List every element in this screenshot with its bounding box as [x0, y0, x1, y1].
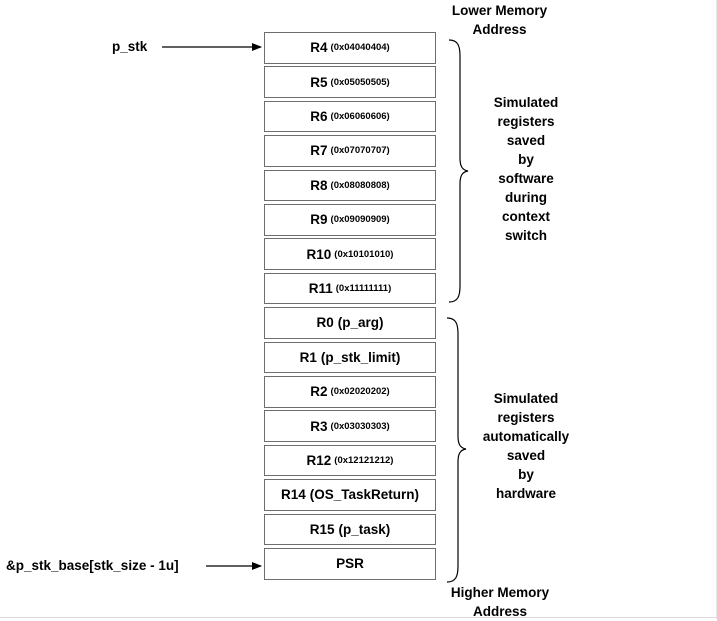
register-name: R2: [310, 384, 328, 400]
software-group-line: registers: [497, 114, 555, 129]
register-initial-value: (0x07070707): [330, 145, 390, 157]
lower-memory-line1: Lower Memory: [451, 3, 548, 18]
software-group-label: Simulated registers saved by software during c…: [470, 93, 582, 245]
stack-cell-r11: R11(0x11111111): [264, 272, 436, 305]
software-group-line: during: [505, 190, 547, 205]
stack-cell-r8: R8(0x08080808): [264, 169, 436, 202]
register-initial-value: (0x09090909): [330, 214, 390, 226]
register-initial-value: (0x03030303): [330, 420, 390, 432]
register-name: R15: [309, 521, 335, 537]
hardware-group-line: by: [518, 467, 534, 482]
stack-cell-r2: R2(0x02020202): [264, 376, 436, 408]
register-name: R14: [280, 487, 306, 503]
software-group-line: by: [518, 152, 534, 167]
register-initial-value: (0x02020202): [330, 386, 390, 398]
register-name: PSR: [336, 556, 364, 572]
stack-cell-r0: R0(p_arg): [264, 307, 436, 339]
bottom-pointer-label: &p_stk_base[stk_size - 1u]: [6, 558, 179, 573]
software-group-line: saved: [506, 133, 546, 148]
hardware-group-line: saved: [506, 448, 546, 463]
register-name: R8: [310, 177, 328, 193]
register-name: R7: [310, 143, 328, 159]
register-name: R1: [299, 349, 317, 365]
register-initial-value: (0x05050505): [330, 76, 390, 88]
bottom-border: [0, 617, 717, 618]
stack-cell-r15: R15(p_task): [264, 513, 436, 546]
software-group-line: context: [501, 209, 550, 224]
software-group-line: software: [498, 171, 554, 186]
register-name: R12: [306, 453, 332, 469]
register-initial-value: (0x11111111): [335, 283, 392, 295]
hardware-brace: [446, 317, 467, 583]
register-initial-value: (0x04040404): [330, 42, 390, 54]
hardware-group-line: hardware: [495, 486, 557, 501]
stack-cell-r1: R1(p_stk_limit): [264, 341, 436, 374]
stack-cell-psr: PSR: [264, 548, 436, 580]
stack-cell-r7: R7(0x07070707): [264, 135, 436, 167]
register-name: R10: [306, 246, 332, 262]
register-name: R5: [310, 74, 328, 90]
hardware-group-line: automatically: [482, 429, 570, 444]
register-initial-value: (p_arg): [337, 315, 384, 331]
hardware-group-line: Simulated: [493, 391, 559, 406]
hardware-group-line: registers: [497, 410, 555, 425]
register-name: R9: [310, 212, 328, 228]
stack-cell-r4: R4(0x04040404): [264, 32, 436, 64]
register-initial-value: (0x12121212): [334, 455, 394, 467]
stack-cell-r10: R10(0x10101010): [264, 238, 436, 270]
stack-cell-r9: R9(0x09090909): [264, 204, 436, 236]
stack-cell-r14: R14(OS_TaskReturn): [264, 479, 436, 511]
register-initial-value: (OS_TaskReturn): [309, 487, 420, 503]
register-initial-value: (0x06060606): [330, 111, 390, 123]
register-name: R3: [310, 418, 328, 434]
top-pointer-label: p_stk: [112, 39, 148, 54]
register-initial-value: (p_stk_limit): [320, 349, 401, 365]
register-name: R0: [316, 315, 334, 331]
register-initial-value: (p_task): [338, 521, 391, 537]
software-brace: [448, 39, 469, 303]
stack-cell-r6: R6(0x06060606): [264, 100, 436, 133]
register-name: R11: [308, 281, 333, 297]
stack-cell-r3: R3(0x03030303): [264, 410, 436, 442]
lower-memory-address-label: Lower Memory Address: [432, 1, 567, 39]
register-initial-value: (0x10101010): [334, 248, 394, 260]
software-group-line: switch: [504, 228, 547, 243]
higher-memory-line2: Address: [472, 604, 528, 619]
stack-cell-r5: R5(0x05050505): [264, 66, 436, 98]
software-group-line: Simulated: [493, 95, 559, 110]
register-name: R6: [310, 109, 328, 125]
register-initial-value: (0x08080808): [330, 179, 390, 191]
higher-memory-address-label: Higher Memory Address: [430, 583, 570, 621]
higher-memory-line1: Higher Memory: [450, 585, 550, 600]
stack-cell-r12: R12(0x12121212): [264, 444, 436, 477]
lower-memory-line2: Address: [472, 22, 527, 37]
register-name: R4: [310, 40, 328, 56]
hardware-group-label: Simulated registers automatically saved by ha…: [470, 389, 582, 503]
